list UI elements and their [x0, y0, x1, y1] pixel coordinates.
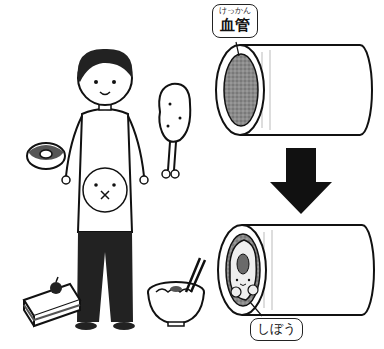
ramen-bowl-icon	[148, 258, 205, 326]
clogged-blood-vessel	[240, 284, 246, 286]
clogged-blood-vessel	[226, 234, 260, 306]
clogged-blood-vessel	[248, 279, 250, 281]
cake-icon	[24, 305, 80, 320]
person-figure	[94, 183, 98, 187]
leader-line	[250, 302, 262, 316]
cake-icon	[24, 277, 80, 326]
donut-icon	[27, 143, 65, 169]
ramen-bowl-icon	[148, 292, 204, 324]
clogged-blood-vessel	[248, 285, 258, 295]
ramen-bowl-icon	[168, 322, 184, 326]
donut-icon	[40, 150, 52, 158]
person-figure	[112, 80, 116, 84]
furigana: けっかん	[219, 7, 251, 16]
drumstick-icon	[179, 117, 182, 120]
donut-icon	[27, 143, 65, 169]
label-box: けっかん血管	[212, 4, 258, 38]
blood-vessel	[216, 45, 372, 135]
person-figure	[75, 322, 97, 330]
drumstick-icon	[162, 170, 170, 178]
drumstick-icon	[168, 142, 176, 170]
person-figure	[78, 49, 133, 82]
person-figure	[78, 109, 132, 232]
part-label: 血管	[219, 16, 251, 34]
ramen-bowl-icon	[170, 286, 182, 292]
drumstick-icon	[159, 84, 190, 142]
ramen-bowl-icon	[186, 258, 205, 292]
person-figure	[83, 168, 127, 212]
down-arrow	[270, 148, 332, 214]
part-label: しぼう	[257, 321, 296, 337]
clogged-blood-vessel	[236, 279, 238, 281]
person-figure	[140, 176, 148, 184]
clogged-blood-vessel	[218, 225, 266, 315]
drumstick-icon	[159, 84, 190, 178]
blood-vessel	[224, 54, 258, 126]
person-figure	[101, 191, 109, 199]
cake-icon	[50, 282, 62, 294]
leader-line	[236, 42, 239, 56]
person-figure	[128, 116, 144, 176]
label-box: しぼう	[250, 318, 303, 341]
person-figure	[62, 49, 148, 330]
drumstick-icon	[167, 125, 170, 128]
donut-icon	[28, 145, 64, 160]
person-figure	[100, 92, 110, 95]
clogged-blood-vessel	[237, 254, 249, 274]
person-figure	[62, 176, 70, 184]
person-figure	[94, 80, 98, 84]
person-figure	[66, 116, 82, 176]
person-figure	[77, 232, 133, 322]
clogged-blood-vessel	[231, 287, 241, 297]
drumstick-icon	[169, 103, 172, 106]
person-figure	[113, 322, 135, 330]
drumstick-icon	[171, 170, 179, 178]
clogged-blood-vessel	[218, 225, 374, 315]
blood-vessel	[216, 45, 264, 135]
person-figure	[112, 183, 116, 187]
cake-icon	[56, 277, 58, 282]
